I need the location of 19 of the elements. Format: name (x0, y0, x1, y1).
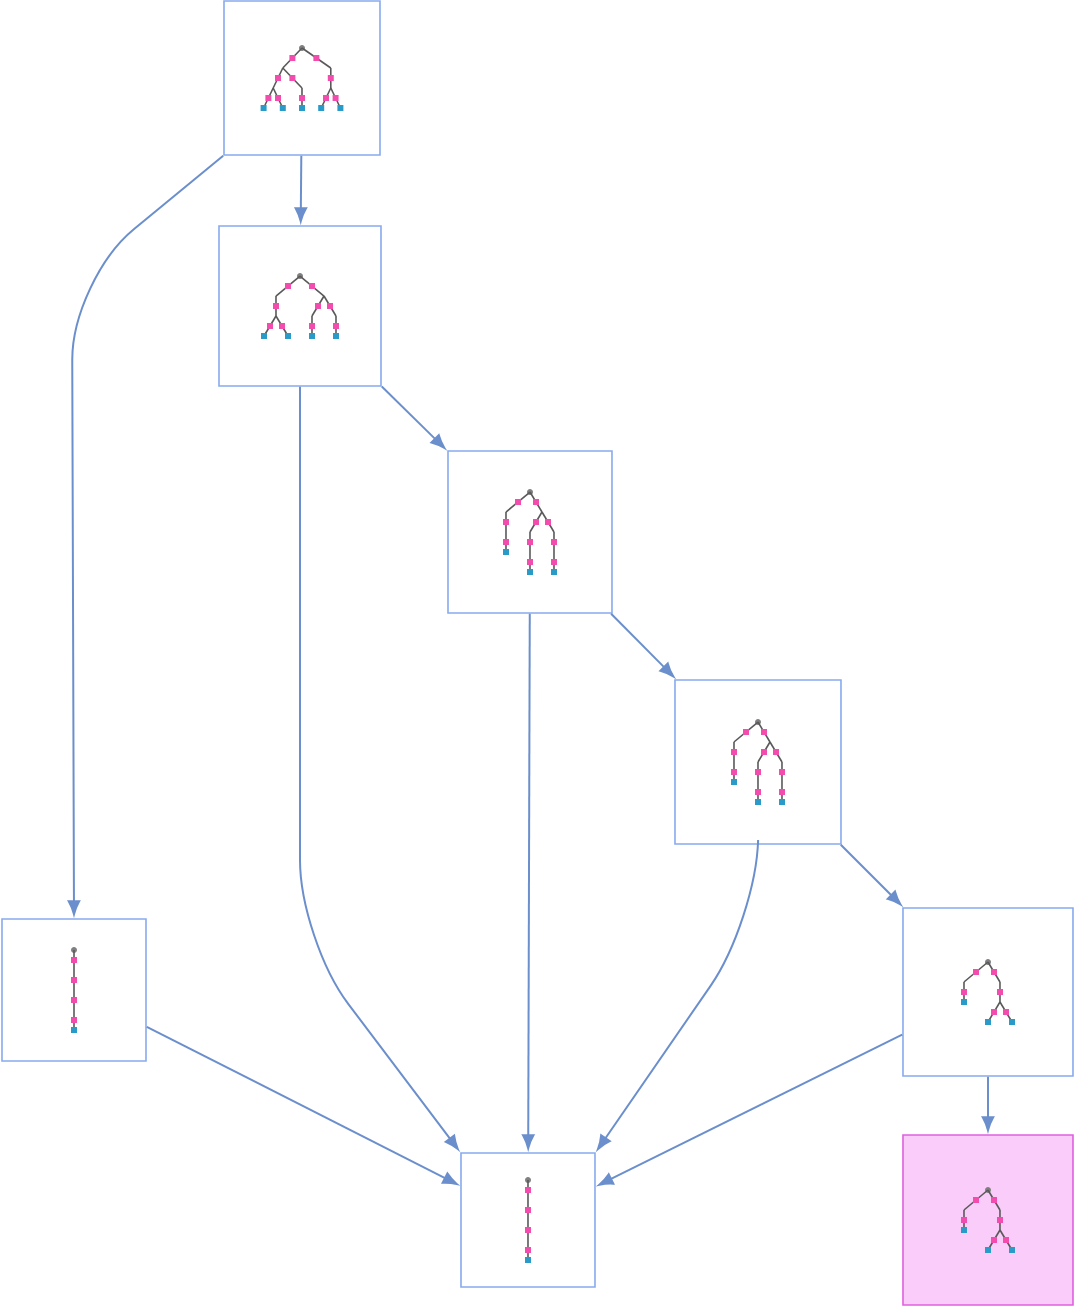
arrow (981, 1075, 995, 1132)
tree-box (447, 450, 613, 614)
tree-box (460, 1152, 596, 1288)
arrow (299, 385, 459, 1151)
tree-box (1, 918, 147, 1062)
arrow (598, 1033, 904, 1186)
arrow (294, 154, 308, 223)
tree-box (223, 0, 381, 156)
arrow (522, 612, 535, 1150)
tree-box (902, 907, 1074, 1077)
arrow (380, 385, 446, 449)
arrow (610, 612, 675, 678)
tree-box (218, 225, 382, 387)
arrow (145, 1025, 458, 1185)
arrow (67, 154, 225, 916)
tree-box (902, 1134, 1074, 1306)
arrow (839, 843, 902, 906)
arrow (597, 839, 760, 1150)
tree-box (674, 679, 842, 845)
